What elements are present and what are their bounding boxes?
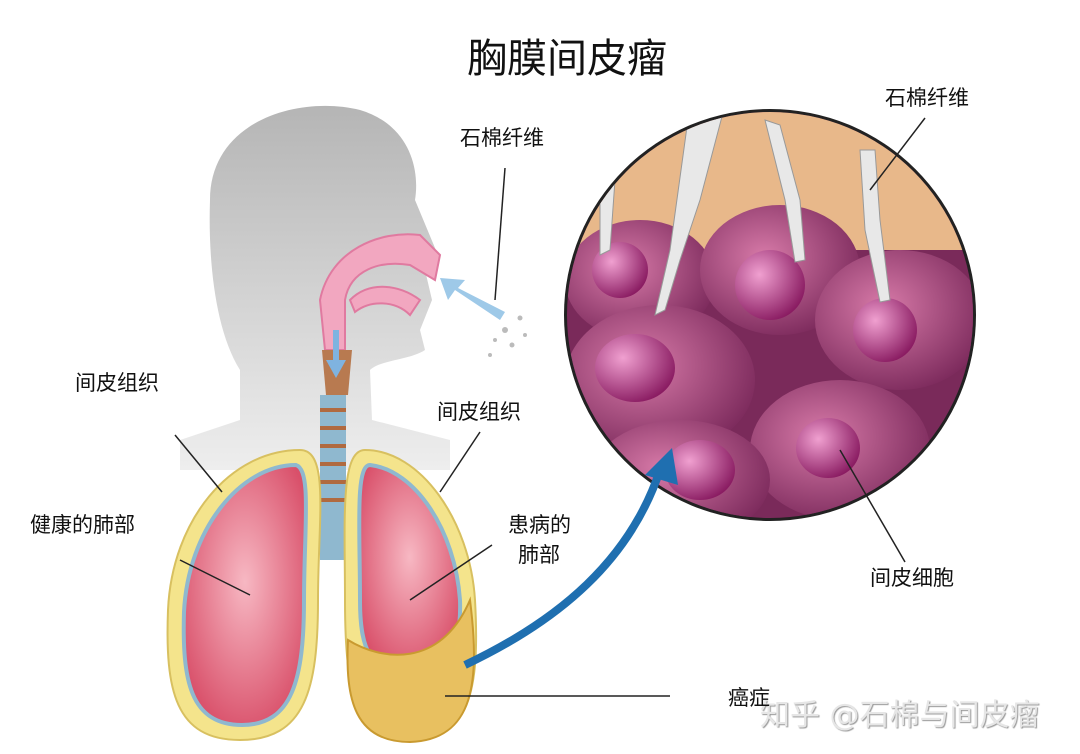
tumor [346, 596, 475, 744]
label-diseased-lung-line2: 肺部 [518, 543, 560, 567]
trachea-arrow [326, 330, 346, 378]
magnified-view [567, 112, 973, 518]
label-cancer: 癌症 [728, 686, 770, 710]
asbestos-particles [488, 315, 527, 357]
label-healthy-lung: 健康的肺部 [30, 513, 135, 537]
label-asbestos-fiber: 石棉纤维 [460, 126, 544, 150]
head-silhouette [180, 105, 450, 471]
label-diseased-lung-line1: 患病的 [508, 513, 571, 537]
magnify-arrow-head [645, 448, 678, 485]
asbestos-fibers [599, 112, 891, 316]
trachea-rings [320, 408, 346, 502]
page-title: 胸膜间皮瘤 [467, 36, 667, 82]
magnify-arrow [463, 468, 664, 669]
nasal-airway [318, 233, 442, 351]
trachea [320, 395, 346, 560]
healthy-lung [181, 462, 308, 728]
label-mesothelium-right: 间皮组织 [437, 400, 521, 424]
watermark: 知乎 @石棉与间皮瘤 [760, 698, 1040, 733]
inhale-arrow [440, 278, 505, 320]
leader-lines [174, 117, 926, 697]
label-asbestos-fiber-magnified: 石棉纤维 [885, 86, 969, 110]
label-mesothelial-cell: 间皮细胞 [870, 566, 954, 590]
label-mesothelium-left: 间皮组织 [75, 371, 159, 395]
